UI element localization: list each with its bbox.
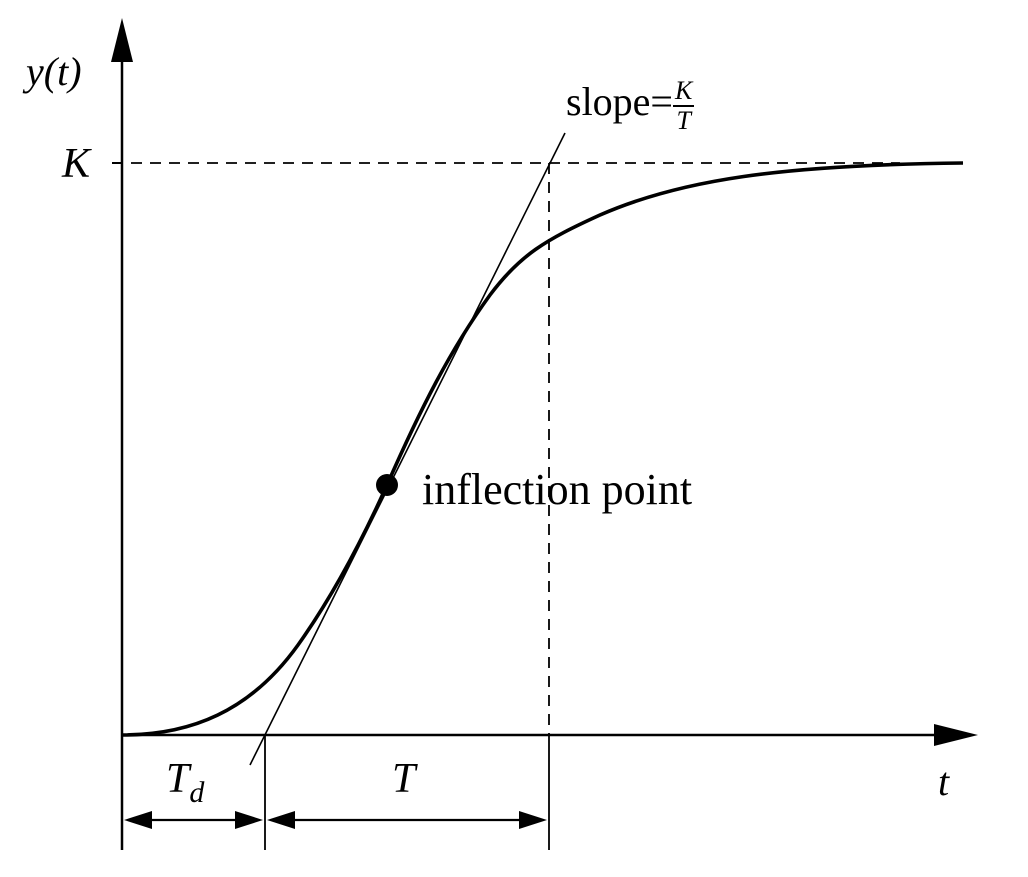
step-response-curve bbox=[121, 161, 964, 737]
t-arrow-right-head bbox=[519, 811, 547, 829]
y-axis-arrowhead bbox=[111, 18, 133, 62]
k-level-label: K bbox=[62, 141, 91, 187]
y-axis-label: y(t) bbox=[26, 49, 82, 94]
td-arrow-left-head bbox=[124, 811, 152, 829]
dead-time-main: T bbox=[166, 756, 190, 802]
tangent-line bbox=[249, 132, 566, 766]
x-axis-arrowhead bbox=[934, 724, 978, 746]
inflection-point-marker bbox=[376, 474, 398, 496]
slope-numerator: K bbox=[673, 76, 695, 107]
td-arrow-right-head bbox=[235, 811, 263, 829]
dead-time-subscript: d bbox=[189, 776, 205, 809]
slope-label-prefix: slope= bbox=[566, 79, 673, 125]
x-axis-label: t bbox=[938, 759, 950, 804]
t-arrow-left-head bbox=[267, 811, 295, 829]
inflection-point-label: inflection point bbox=[422, 465, 693, 514]
dead-time-label: Td bbox=[166, 756, 204, 808]
time-constant-label: T bbox=[392, 756, 416, 802]
slope-denominator: T bbox=[676, 106, 691, 135]
